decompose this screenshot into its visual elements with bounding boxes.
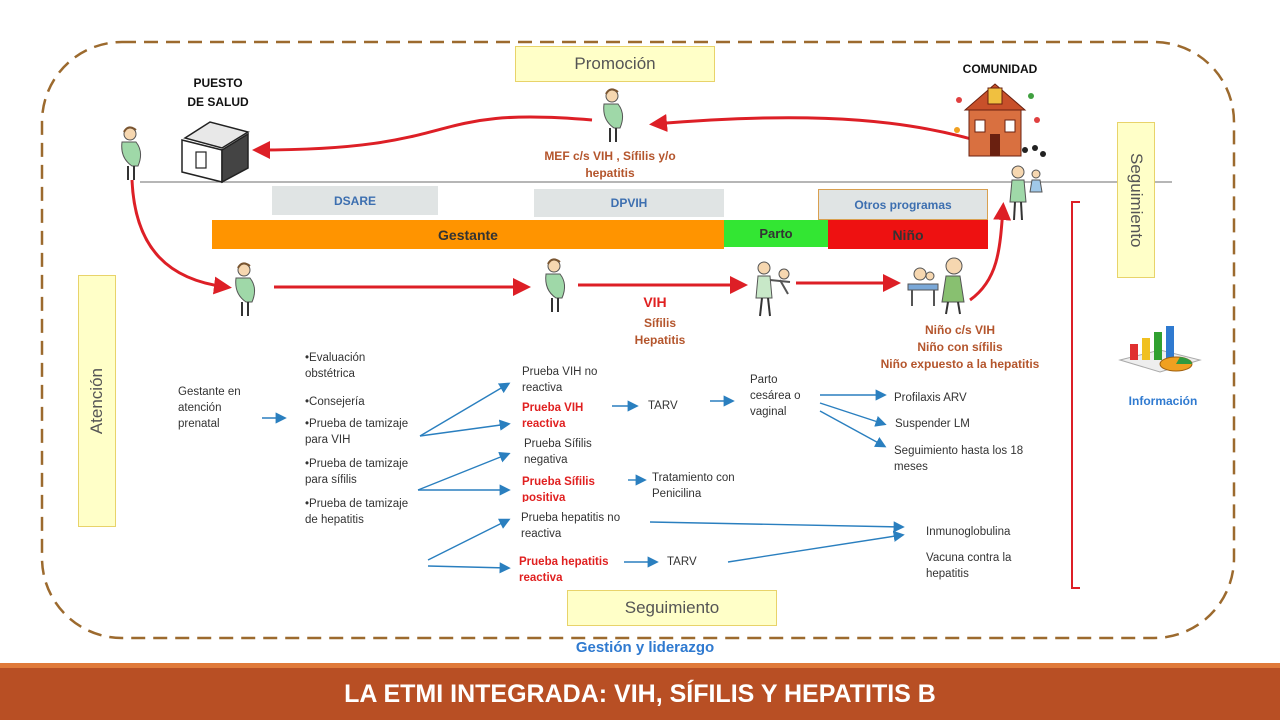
vih-label: VIH: [643, 294, 667, 310]
sifilis-negativa-text: Prueba Sífilis negativa: [524, 438, 592, 466]
bracket: [1071, 201, 1080, 589]
health-post-icon: [181, 121, 250, 184]
bullet-evaluacion: •Evaluación obstétrica: [305, 352, 366, 380]
promocion-box: Promoción: [515, 46, 715, 82]
seguimiento-vertical-label: Seguimiento: [1127, 152, 1146, 248]
inmunoglobulina-text: Inmunoglobulina: [926, 526, 1011, 538]
gestion-liderazgo-label: Gestión y liderazgo: [575, 639, 715, 656]
puesto-de-salud-label: PUESTO DE SALUD: [168, 74, 268, 112]
gestante-bar: Gestante: [212, 220, 724, 249]
comunidad-label: COMUNIDAD: [962, 62, 1038, 76]
hepatitis-label: Hepatitis: [634, 333, 686, 347]
gestante-atencion-text: Gestante en atención prenatal: [178, 386, 241, 430]
arrow-nino-comunidad: [969, 202, 1012, 302]
nino-bar: Niño: [828, 220, 988, 249]
footer-accent-line: [0, 663, 1280, 668]
sifilis-label: Sífilis: [643, 316, 676, 330]
parto-cesarea-text: Parto cesárea o vaginal: [750, 374, 801, 418]
seguimiento-box: Seguimiento: [567, 590, 777, 626]
child-outcome-vih: Niño c/s VIH: [924, 323, 995, 337]
otros-programas-box: Otros programas: [818, 189, 988, 220]
puesto-line-1: PUESTO: [193, 76, 243, 90]
vih-reactiva-text: Prueba VIH reactiva: [522, 402, 584, 430]
seguimiento-label: Seguimiento: [624, 598, 720, 617]
vacuna-hepatitis-text: Vacuna contra la hepatitis: [926, 552, 1012, 580]
seguimiento-meses-text: Seguimiento hasta los 18 meses: [894, 445, 1024, 473]
vih-no-reactiva-text: Prueba VIH no reactiva: [522, 366, 598, 394]
profilaxis-arv-text: Profilaxis ARV: [894, 392, 967, 404]
hepatitis-reactiva-text: Prueba hepatitis reactiva: [519, 556, 609, 584]
bullet-list: •Evaluación obstétrica •Consejería •Prue…: [305, 350, 417, 528]
pregnant-woman-gestante-2-icon: [545, 258, 566, 312]
informacion-label: Información: [1128, 394, 1198, 408]
dsare-box: DSARE: [272, 186, 438, 215]
promocion-label: Promoción: [574, 54, 656, 73]
pregnant-woman-gestante-1-icon: [235, 262, 256, 316]
atencion-box: Atención: [78, 275, 116, 527]
bullet-tamizaje-hepatitis: •Prueba de tamizaje de hepatitis: [305, 498, 409, 526]
dpvih-box: DPVIH: [534, 189, 724, 217]
family-table-icon: [907, 257, 965, 315]
sifilis-positiva-text: Prueba Sífilis positiva: [522, 476, 595, 502]
tarv-2-text: TARV: [667, 556, 697, 568]
community-icon: [954, 83, 1046, 157]
arrow-promocion-to-puesto: [252, 115, 593, 159]
parto-bar: Parto: [724, 220, 828, 247]
flow-arrows: [262, 382, 905, 574]
arrow-comunidad-to-promocion: [649, 114, 1001, 150]
seguimiento-vertical-box: Seguimiento: [1117, 122, 1155, 278]
arrow-puesto-to-gestante: [130, 179, 232, 295]
suspender-lm-text: Suspender LM: [895, 418, 970, 430]
tratamiento-penicilina-text: Tratamiento con Penicilina: [652, 472, 735, 500]
mother-baby-icon: [755, 261, 791, 317]
pregnant-woman-puesto-icon: [121, 126, 142, 180]
mef-label: MEF c/s VIH , Sífilis y/o hepatitis: [544, 149, 676, 180]
information-chart-icon: [1118, 326, 1202, 373]
child-outcome-sifilis: Niño con sífilis: [917, 340, 1003, 354]
child-outcomes: Niño c/s VIH Niño con sífilis Niño expue…: [860, 322, 1060, 373]
puesto-line-2: DE SALUD: [187, 95, 249, 109]
bullet-consejeria: •Consejería: [305, 396, 365, 408]
tarv-1-text: TARV: [648, 400, 678, 412]
pregnant-woman-promocion-icon: [603, 88, 624, 142]
child-outcome-hepatitis: Niño expuesto a la hepatitis: [880, 357, 1040, 371]
bullet-tamizaje-sifilis: •Prueba de tamizaje para sífilis: [305, 458, 409, 486]
atencion-label: Atención: [87, 367, 106, 435]
footer-title-bar: LA ETMI INTEGRADA: VIH, SÍFILIS Y HEPATI…: [0, 668, 1280, 720]
hepatitis-no-reactiva-text: Prueba hepatitis no reactiva: [521, 512, 621, 540]
family-figure-icon: [1009, 165, 1043, 221]
bullet-tamizaje-vih: •Prueba de tamizaje para VIH: [305, 418, 409, 446]
dashed-border: [40, 40, 1236, 640]
page-title: LA ETMI INTEGRADA: VIH, SÍFILIS Y HEPATI…: [344, 679, 936, 708]
